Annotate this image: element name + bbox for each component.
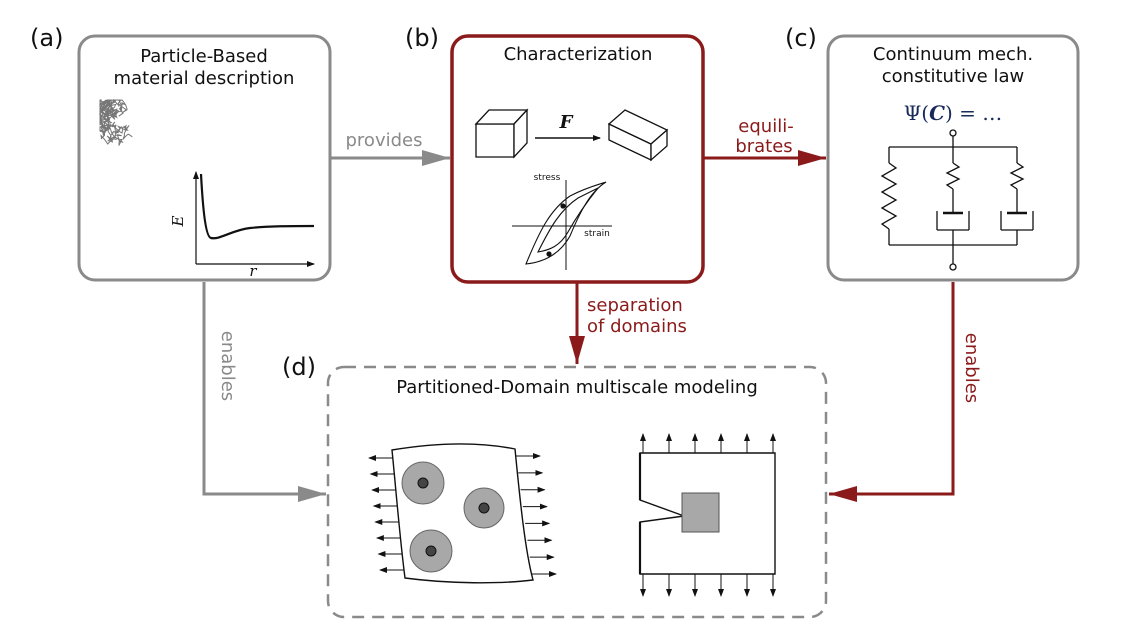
deformation-f-label: F [559,112,574,133]
panel-c-title-line2: constitutive law [882,66,1024,87]
panel-b-title: Characterization [504,44,653,65]
panel-a-title-line2: material description [114,68,295,89]
panel-a-tag: (a) [30,24,63,52]
hysteresis-outer-loop [525,181,607,265]
enables-left-arrow [202,282,326,502]
potential-curve [199,173,315,240]
rheological-model-icon [880,129,1034,271]
panel-d-tag: (d) [282,353,316,381]
enables-right-arrow [829,282,955,502]
hysteresis-plot: stress strain [512,173,612,270]
hysteresis-point-top [560,203,566,209]
polymer-chain-icon [98,98,133,146]
deformed-domain-right-arrows [516,453,557,577]
potential-r-label: r [249,262,257,280]
deformed-domain-icon [368,443,557,584]
equilibrates-label-line1: equili- [738,116,793,137]
particle-region-2 [463,487,505,529]
panel-c-title-line1: Continuum mech. [873,44,1033,65]
hysteresis-stress-label: stress [534,173,561,183]
cube-after-icon [607,109,669,162]
equilibrates-label-line2: brates [735,136,792,157]
particle-region-1 [401,461,445,505]
provides-label: provides [346,130,423,151]
equation-psi: Ψ( [904,101,929,125]
panel-c-tag: (c) [785,24,817,52]
panel-a-title-line1: Particle-Based [140,46,268,67]
potential-energy-plot: E r [169,171,315,280]
panel-b-tag: (b) [405,24,439,52]
cracked-plate-bottom-arrows [640,574,776,597]
hysteresis-point-bottom [546,251,552,257]
equation-c: C [929,101,945,125]
hysteresis-inner-loop [537,187,599,253]
potential-e-label: E [169,215,187,227]
cracked-plate-top-arrows [640,433,776,453]
equation-rest: ) = … [945,101,1002,125]
panel-d-title: Partitioned-Domain multiscale modeling [396,377,758,398]
deformed-domain-left-arrows [368,455,404,573]
panel-b-box [450,34,705,284]
enables-right-label: enables [961,333,982,403]
separation-label-line1: separation [587,295,683,316]
hysteresis-strain-label: strain [584,229,610,239]
cracked-plate-icon [638,433,776,597]
cube-before-icon [474,108,529,159]
constitutive-equation: Ψ(C) = … [904,101,1003,125]
separation-label-line2: of domains [587,316,687,337]
enables-left-label: enables [217,331,238,401]
particle-region-3 [409,529,453,573]
crack-tip-particle-region [681,492,720,533]
